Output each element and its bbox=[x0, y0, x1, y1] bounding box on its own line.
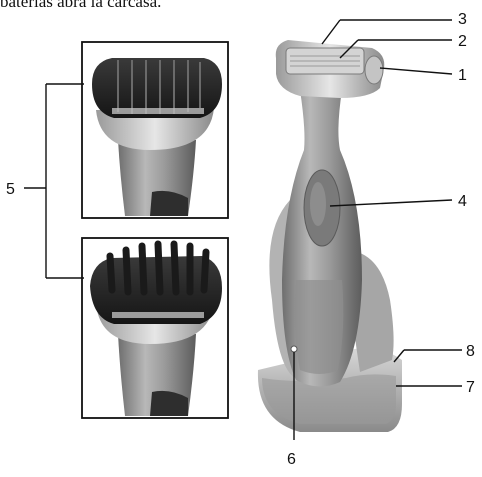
inset-comb-short bbox=[82, 42, 228, 218]
callout-4: 4 bbox=[458, 193, 467, 210]
callout-1: 1 bbox=[458, 67, 467, 84]
switch-highlight bbox=[310, 182, 326, 226]
comb-teeth-long bbox=[110, 244, 206, 292]
leader-3a bbox=[322, 20, 340, 44]
blade-strip bbox=[112, 312, 204, 318]
bracket-callout-5 bbox=[24, 84, 84, 278]
trimmer-device bbox=[258, 40, 402, 432]
callout-2: 2 bbox=[458, 33, 467, 50]
callout-6: 6 bbox=[287, 451, 296, 468]
leader-1 bbox=[380, 68, 452, 74]
inset-comb-long bbox=[82, 238, 228, 418]
foil-release bbox=[365, 56, 383, 84]
callout-5: 5 bbox=[6, 181, 15, 198]
indicator-light-icon bbox=[291, 346, 297, 352]
lower-panel bbox=[295, 280, 344, 374]
blade-strip bbox=[112, 108, 204, 114]
callout-8: 8 bbox=[466, 343, 475, 360]
callout-3: 3 bbox=[458, 11, 467, 28]
callout-7: 7 bbox=[466, 379, 475, 396]
